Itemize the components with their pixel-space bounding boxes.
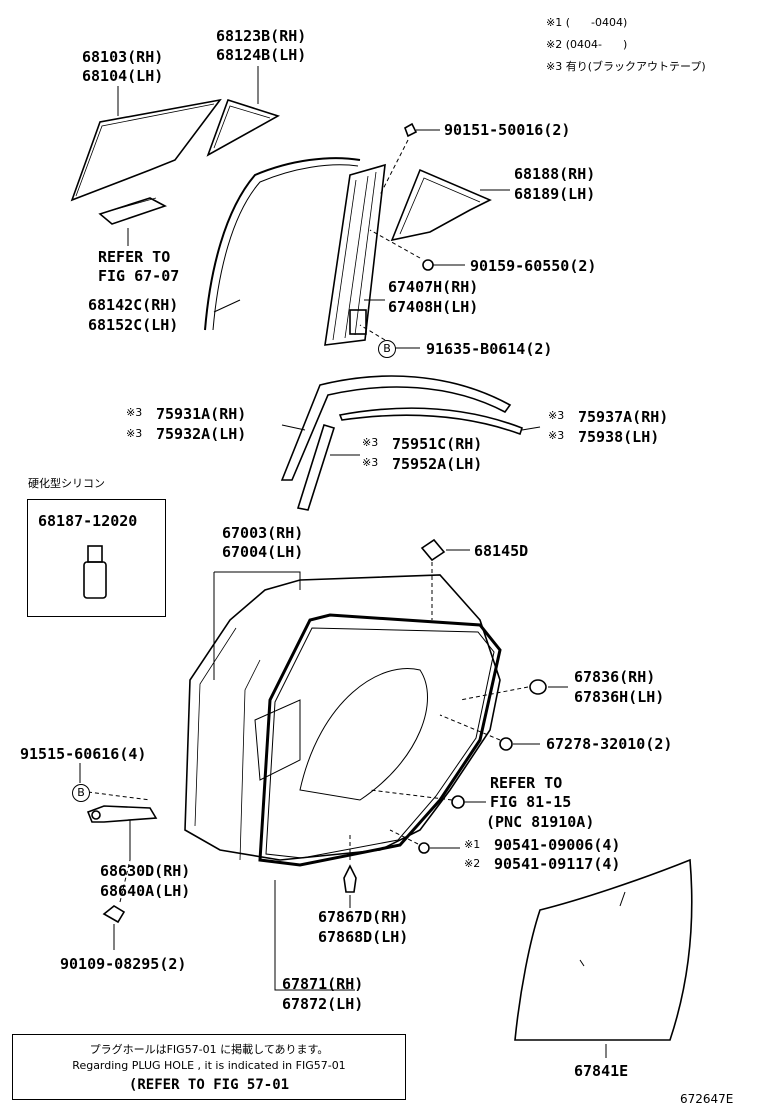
label-68189: 68189(LH)	[514, 185, 596, 203]
note-line-1: プラグホールはFIG57-01 に掲載してあります。	[89, 1043, 329, 1056]
callout-b-lower: B	[72, 784, 90, 802]
label-90109: 90109-08295(2)	[60, 955, 187, 973]
refer-fig-81-15-line3: (PNC 81910A)	[486, 813, 595, 831]
label-68145d: 68145D	[474, 542, 529, 560]
door-panel	[184, 574, 501, 861]
label-68124b: 68124B(LH)	[216, 46, 307, 64]
silicon-box	[27, 499, 166, 617]
weatherstrip	[258, 613, 502, 867]
label-68103: 68103(RH)	[82, 48, 164, 66]
label-68640a: 68640A(LH)	[100, 882, 191, 900]
label-67003: 67003(RH)	[222, 524, 304, 542]
mark3-75931a: ※3	[126, 406, 143, 419]
refer-fig-67-07-line2: FIG 67-07	[98, 267, 180, 285]
mark2-90541: ※2	[464, 857, 481, 870]
legend-note-1: ※1 ( -0404)	[546, 16, 628, 29]
label-67867d: 67867D(RH)	[318, 908, 409, 926]
silicon-title: 硬化型シリコン	[28, 477, 105, 490]
label-91515: 91515-60616(4)	[20, 745, 147, 763]
label-67872: 67872(LH)	[282, 995, 364, 1013]
small-glass	[206, 99, 281, 157]
mark3-75932a: ※3	[126, 427, 143, 440]
legend-note-2: ※2 (0404- )	[546, 38, 628, 51]
refer-fig-81-15-line1: REFER TO	[490, 774, 563, 792]
refer-clip	[98, 197, 168, 225]
run-channel	[204, 157, 361, 331]
label-75952a: 75952A(LH)	[392, 455, 483, 473]
label-90541-09117: 90541-09117(4)	[494, 855, 621, 873]
mark1-90541: ※1	[464, 838, 481, 851]
label-67836h: 67836H(LH)	[574, 688, 665, 706]
legend-note-3: ※3 有り(ブラックアウトテープ)	[546, 60, 706, 73]
note-line-2: Regarding PLUG HOLE , it is indicated in…	[72, 1059, 346, 1072]
door-check	[86, 805, 158, 823]
quarter-glass	[70, 98, 222, 202]
silicon-tube	[83, 545, 107, 599]
plug-hole-note: プラグホールはFIG57-01 に掲載してあります。 Regarding PLU…	[12, 1034, 406, 1100]
label-67278: 67278-32010(2)	[546, 735, 673, 753]
note-line-3: (REFER TO FIG 57-01	[128, 1077, 290, 1093]
label-75937a: 75937A(RH)	[578, 408, 669, 426]
label-68630d: 68630D(RH)	[100, 862, 191, 880]
label-91635: 91635-B0614(2)	[426, 340, 553, 358]
label-67004: 67004(LH)	[222, 543, 304, 561]
belt-molding-inner	[338, 407, 524, 436]
label-67407h: 67407H(RH)	[388, 278, 479, 296]
division-bar	[324, 163, 386, 346]
label-68187: 68187-12020	[38, 512, 138, 530]
label-90151: 90151-50016(2)	[444, 121, 571, 139]
mark3-75952a: ※3	[362, 456, 379, 469]
belt-molding-strip	[296, 424, 336, 511]
label-90541-09006: 90541-09006(4)	[494, 836, 621, 854]
label-67408h: 67408H(LH)	[388, 298, 479, 316]
belt-molding-outer	[280, 375, 512, 481]
label-67868d: 67868D(LH)	[318, 928, 409, 946]
label-68142c: 68142C(RH)	[88, 296, 179, 314]
label-67836: 67836(RH)	[574, 668, 656, 686]
mark3-75951c: ※3	[362, 436, 379, 449]
mark3-75938: ※3	[548, 429, 565, 442]
refer-fig-67-07-line1: REFER TO	[98, 248, 171, 266]
label-75932a: 75932A(LH)	[156, 425, 247, 443]
label-68188: 68188(RH)	[514, 165, 596, 183]
label-67871: 67871(RH)	[282, 975, 364, 993]
callout-b-upper: B	[378, 340, 396, 358]
figure-id: 672647E	[680, 1092, 734, 1106]
label-67841e: 67841E	[574, 1062, 629, 1080]
label-68123b: 68123B(RH)	[216, 27, 307, 45]
corner-glass	[390, 168, 492, 242]
label-75938: 75938(LH)	[578, 428, 660, 446]
label-75951c: 75951C(RH)	[392, 435, 483, 453]
label-75931a: 75931A(RH)	[156, 405, 247, 423]
label-68104: 68104(LH)	[82, 67, 164, 85]
service-hole-cover	[514, 858, 693, 1041]
label-90159: 90159-60550(2)	[470, 257, 597, 275]
label-68152c: 68152C(LH)	[88, 316, 179, 334]
mark3-75937a: ※3	[548, 409, 565, 422]
clip-67867d	[343, 864, 357, 893]
refer-fig-81-15-line2: FIG 81-15	[490, 793, 572, 811]
